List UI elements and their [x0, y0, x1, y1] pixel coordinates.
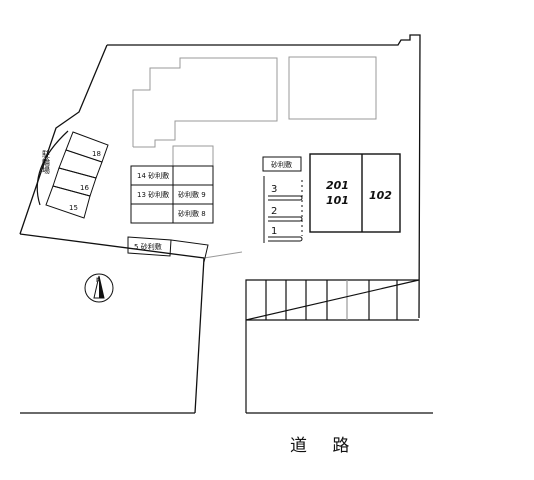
gravel-label-upper: 砂利敷	[271, 160, 292, 169]
parking-label-18: 18	[92, 150, 101, 158]
parking-label-14: 14 砂利敷	[137, 171, 169, 180]
north-letter: N	[96, 277, 101, 284]
unit-201: 201	[326, 179, 349, 192]
central-parking-grid	[130, 145, 214, 224]
gravel-box	[262, 156, 302, 172]
parking-label-13: 13 砂利敷	[137, 190, 169, 199]
building	[309, 153, 401, 233]
road-label: 道 路	[290, 436, 359, 456]
outbuilding-outline	[132, 57, 278, 148]
slot-label-1: 1	[271, 226, 277, 237]
parking-space-5	[127, 236, 209, 263]
parking-label-15: 15	[69, 204, 78, 212]
parking-label-5: 5 砂利敷	[134, 242, 162, 251]
unit-102: 102	[369, 189, 392, 202]
slot-label-3: 3	[271, 184, 277, 195]
bike-shelter-label: 駐輪場	[42, 149, 51, 175]
unit-101: 101	[326, 194, 349, 207]
slot-label-2: 2	[271, 206, 277, 217]
north-arrow: N	[84, 273, 114, 303]
parking-label-8: 砂利敷 8	[178, 209, 206, 218]
parking-label-9: 砂利敷 9	[178, 190, 206, 199]
upper-slots	[263, 176, 303, 243]
parking-label-16: 16	[80, 184, 89, 192]
lower-parking-strip	[245, 279, 420, 413]
tilted-parking-row	[45, 131, 109, 219]
storage-outline	[288, 56, 377, 120]
lot-boundary	[19, 34, 433, 414]
bike-shelter-arc	[36, 130, 69, 206]
